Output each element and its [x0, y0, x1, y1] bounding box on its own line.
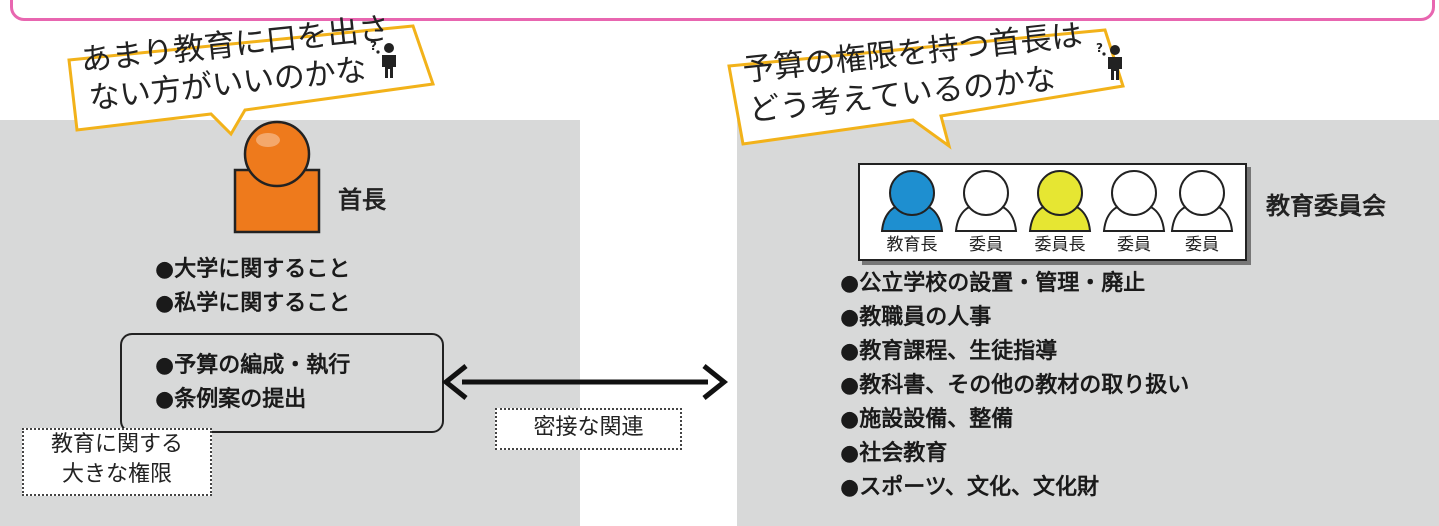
board-members-box: 教育長 委員 委員長 委員 委員 [858, 163, 1247, 261]
list-item: スポーツ、文化、文化財 [840, 471, 1189, 505]
bubble-shape [67, 24, 436, 137]
list-item: 予算の編成・執行 [155, 349, 350, 383]
board-thought-bubble: 予算の権限を持つ首長は どう考えているのかな [725, 17, 1125, 150]
education-power-tag: 教育に関する 大きな権限 [22, 428, 212, 496]
member-role: 委員 [969, 235, 1003, 255]
list-item: 私学に関すること [155, 287, 350, 321]
member-chairperson: 委員長 [1024, 165, 1096, 259]
list-item: 施設設備、整備 [840, 403, 1189, 437]
list-item: 社会教育 [840, 437, 1189, 471]
relation-tag: 密接な関連 [495, 408, 682, 450]
member-role: 委員長 [1034, 235, 1086, 255]
member-figure-icon [954, 170, 1018, 232]
list-item: 条例案の提出 [155, 383, 350, 417]
double-arrow-icon [441, 364, 729, 400]
member-committee: 委員 [950, 165, 1022, 259]
svg-text:?: ? [1096, 41, 1103, 55]
member-role: 教育長 [886, 235, 938, 255]
member-committee: 委員 [1166, 165, 1238, 259]
mayor-label: 首長 [338, 186, 386, 214]
list-item: 教育課程、生徒指導 [840, 335, 1189, 369]
member-figure-icon [880, 170, 944, 232]
member-role: 委員 [1117, 235, 1151, 255]
bubble-shape [727, 28, 1125, 150]
list-item: 教職員の人事 [840, 301, 1189, 335]
mayor-duty-list: 大学に関すること 私学に関すること [155, 253, 350, 321]
list-item: 大学に関すること [155, 253, 350, 287]
thinking-person-icon: ? [370, 39, 396, 78]
list-item: 教科書、その他の教材の取り扱い [840, 369, 1189, 403]
mayor-power-list: 予算の編成・執行 条例案の提出 [155, 349, 350, 417]
member-figure-icon [1170, 170, 1234, 232]
board-duty-list: 公立学校の設置・管理・廃止 教職員の人事 教育課程、生徒指導 教科書、その他の教… [840, 267, 1189, 505]
board-label: 教育委員会 [1266, 192, 1386, 220]
member-figure-icon [1102, 170, 1166, 232]
member-figure-icon [1028, 170, 1092, 232]
member-role: 委員 [1185, 235, 1219, 255]
member-chief-of-education: 教育長 [876, 165, 948, 259]
header-banner-frame [10, 0, 1435, 21]
svg-text:?: ? [370, 39, 377, 53]
thinking-person-icon: ? [1096, 41, 1122, 80]
tag-line-1: 教育に関する [50, 432, 183, 457]
mayor-thought-bubble: あまり教育に口を出さ ない方がいいのかな [65, 11, 436, 142]
tag-line-2: 大きな権限 [61, 462, 172, 487]
mayor-power-box [120, 333, 444, 433]
list-item: 公立学校の設置・管理・廃止 [840, 267, 1189, 301]
member-committee: 委員 [1098, 165, 1170, 259]
mayor-figure-icon [233, 120, 321, 234]
